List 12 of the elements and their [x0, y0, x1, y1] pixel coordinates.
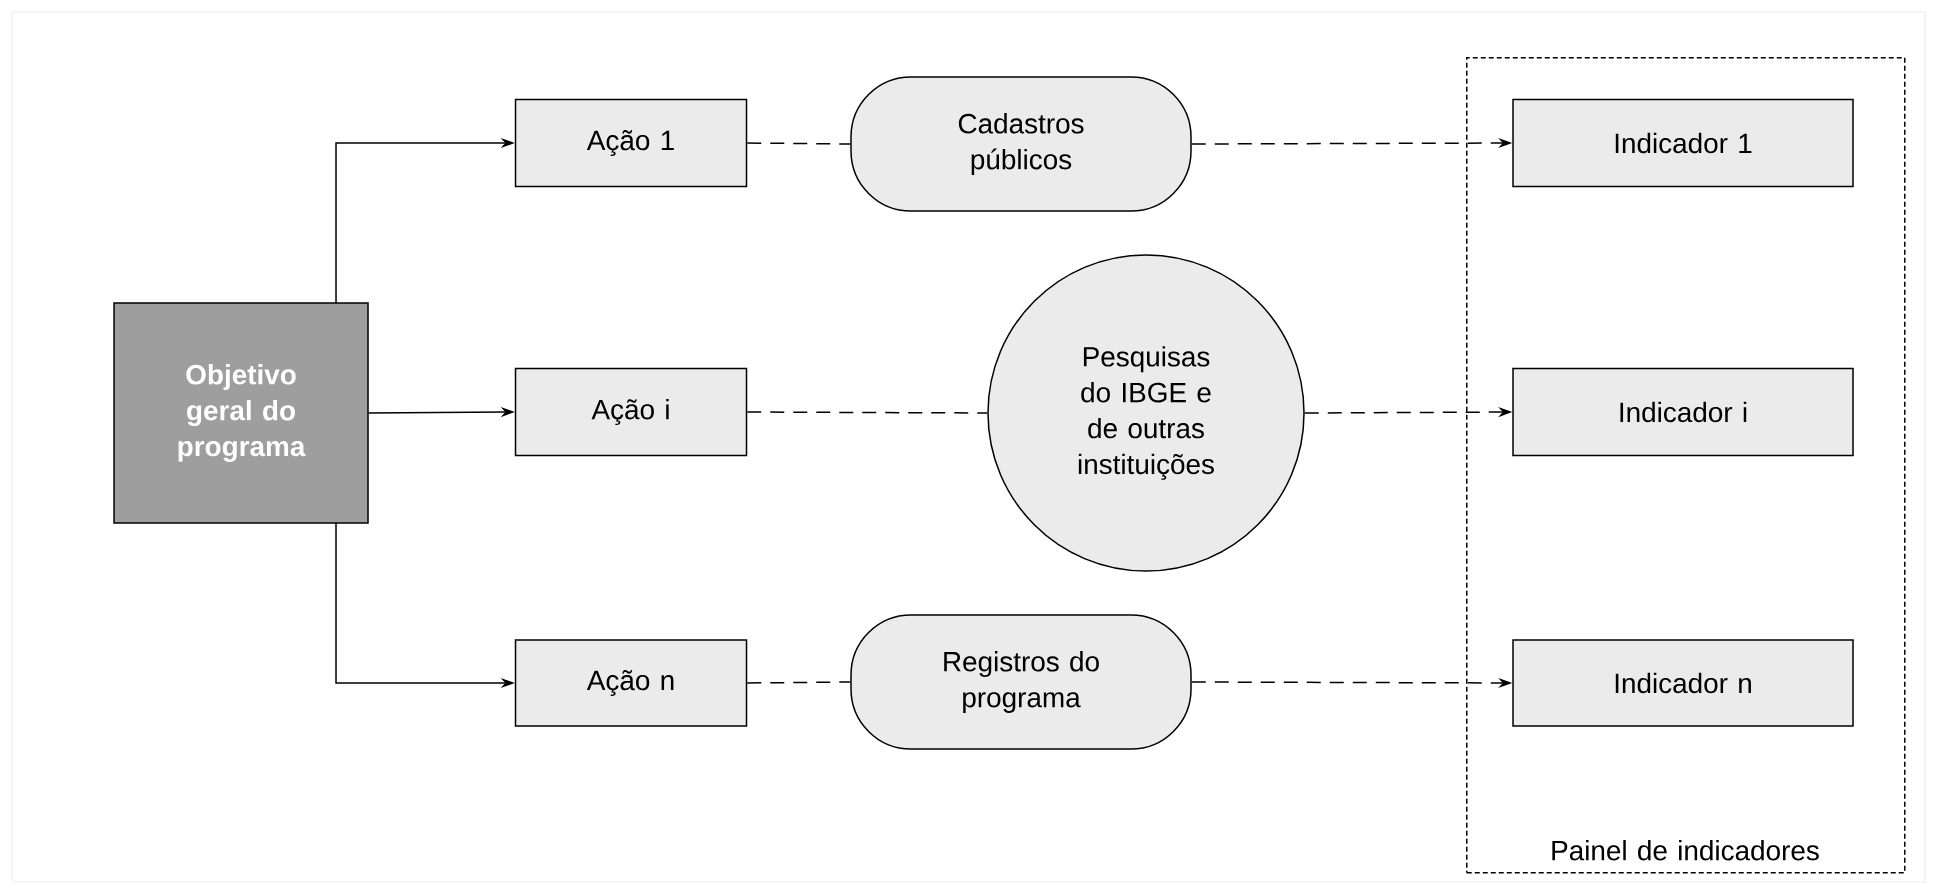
- action-box: Ação n: [514, 639, 748, 727]
- connector: [746, 681, 851, 684]
- data-source-box: Cadastros públicos: [850, 76, 1192, 212]
- indicator-box: Indicador i: [1512, 367, 1854, 457]
- connector: [746, 411, 988, 414]
- indicator-box: Indicador n: [1512, 639, 1854, 727]
- action-box: Ação 1: [514, 98, 748, 188]
- objective-box: Objetivo geral do programa: [113, 302, 369, 524]
- indicator-box: Indicador 1: [1512, 98, 1854, 188]
- connector: [746, 142, 851, 145]
- data-source-box: Registros do programa: [850, 614, 1192, 750]
- action-box: Ação i: [514, 367, 748, 457]
